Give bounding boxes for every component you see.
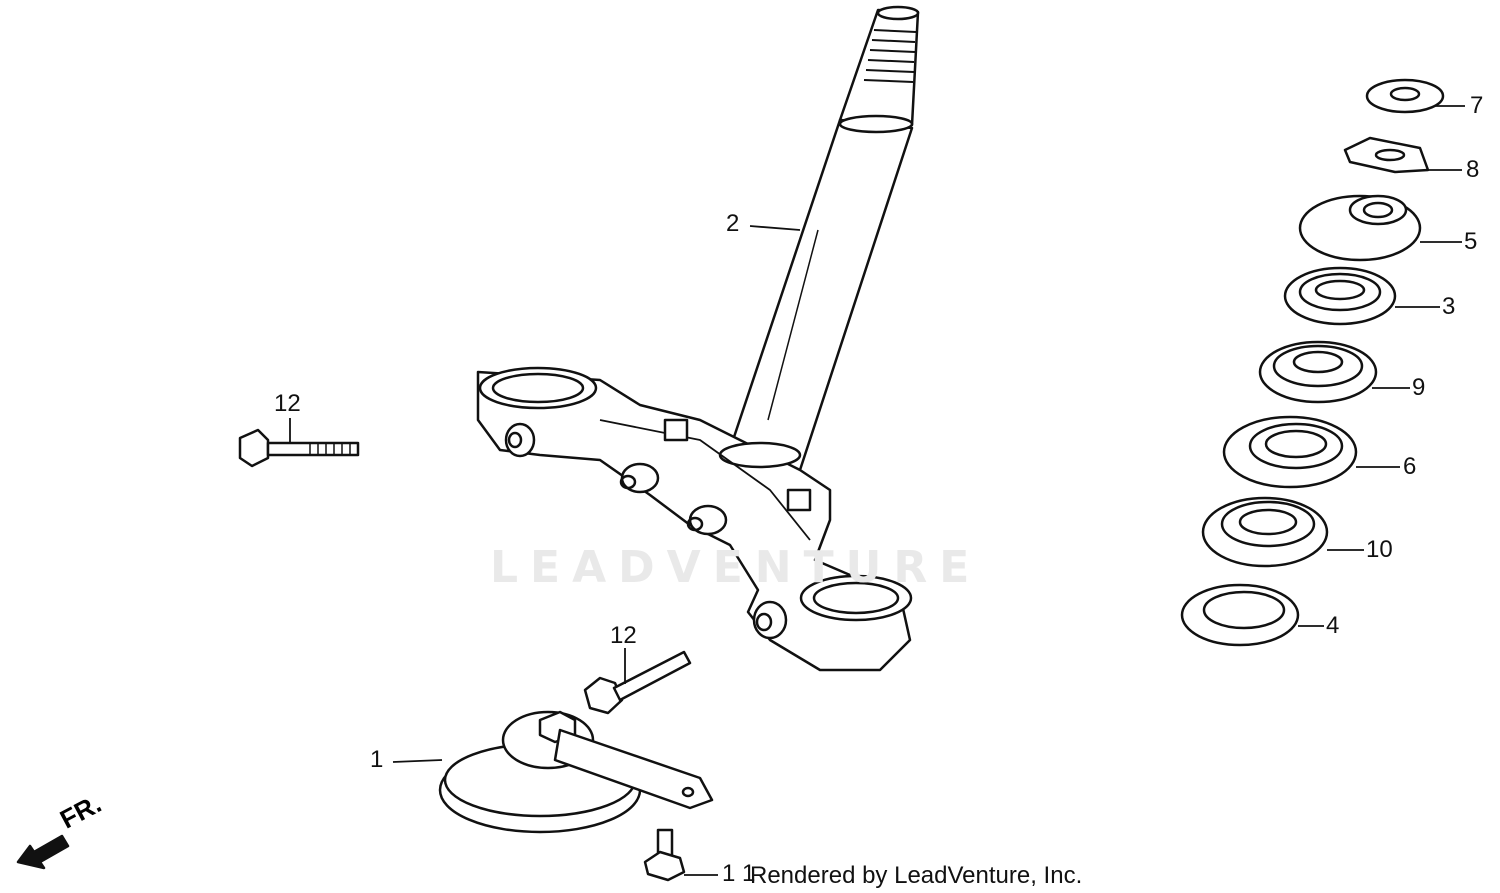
callout-3: 3 [1442, 293, 1456, 320]
render-credit: Rendered by LeadVenture, Inc. [750, 862, 1083, 889]
callout-4: 4 [1326, 612, 1340, 639]
triple-clamp [476, 366, 913, 672]
horn [438, 710, 714, 834]
screw-11 [643, 828, 686, 882]
front-arrow-icon [16, 834, 70, 870]
bearing-stack [1180, 78, 1445, 647]
callout-7: 7 [1470, 92, 1484, 119]
callout-10: 10 [1366, 536, 1393, 563]
callout-5: 5 [1464, 228, 1478, 255]
watermark: LEADVENTURE [490, 542, 982, 593]
bolt-12-upper [238, 428, 360, 468]
callout-12-upper: 12 [274, 390, 301, 417]
callout-12-lower: 12 [610, 622, 637, 649]
callout-11: 1 1 [722, 860, 756, 887]
callout-2: 2 [726, 210, 740, 237]
bolt-12-lower [583, 650, 692, 715]
callout-1: 1 [370, 746, 384, 773]
callout-9: 9 [1412, 374, 1426, 401]
callout-8: 8 [1466, 156, 1480, 183]
leader-lines [289, 105, 1465, 876]
steering-stem [726, 5, 920, 472]
callout-6: 6 [1403, 453, 1417, 480]
